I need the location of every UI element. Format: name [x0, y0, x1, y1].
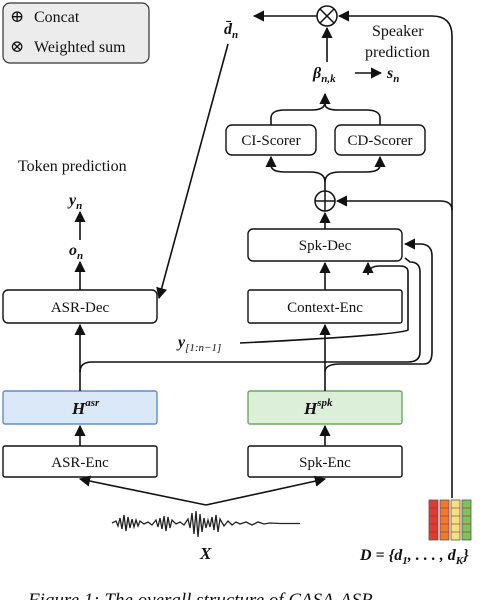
concat-symbol: ⊕ [10, 7, 24, 26]
h-asr-block: Hasr [2, 390, 158, 425]
cd-scorer-block: CD-Scorer [334, 124, 426, 156]
legend-box [2, 2, 150, 64]
spk-enc-block: Spk-Enc [247, 445, 403, 478]
speaker-prediction-label-1: Speaker [372, 23, 424, 40]
spk-dec-label: Spk-Dec [299, 238, 352, 254]
legend-concat-label: Concat [34, 9, 80, 26]
asr-enc-block: ASR-Enc [2, 445, 158, 478]
token-prediction-label: Token prediction [18, 158, 127, 175]
figure-caption: Figure 1: The overall structure of CASA-… [27, 590, 373, 600]
weighted-sum-symbol: ⊗ [10, 37, 24, 56]
context-enc-label: Context-Enc [287, 300, 363, 316]
h-spk-block: Hspk [247, 390, 403, 425]
speaker-prediction-label-2: prediction [365, 44, 430, 61]
y-context-label: y[1:n−1] [176, 334, 221, 354]
weighted-sum-operator [316, 5, 338, 27]
y-n-label: yn [67, 192, 82, 212]
speaker-embeddings-icon [428, 499, 472, 541]
s-n-label: sn [386, 65, 399, 85]
edges [74, 10, 453, 506]
legend: ⊕ Concat ⊗ Weighted sum [2, 2, 150, 64]
ci-scorer-label: CI-Scorer [241, 133, 300, 149]
d-set-label: D = {d1, . . . , dK} [359, 547, 469, 567]
asr-dec-block: ASR-Dec [2, 289, 158, 324]
spk-enc-label: Spk-Enc [299, 455, 351, 471]
asr-dec-label: ASR-Dec [51, 300, 110, 316]
h-spk-label: Hspk [303, 397, 333, 418]
context-enc-block: Context-Enc [247, 289, 403, 324]
asr-enc-label: ASR-Enc [51, 455, 109, 471]
cd-scorer-label: CD-Scorer [348, 133, 413, 149]
audio-waveform [111, 510, 300, 538]
d-bar-n-label: d̄n [224, 19, 238, 41]
x-input-label: X [199, 544, 212, 563]
spk-dec-block: Spk-Dec [247, 228, 403, 262]
ci-scorer-block: CI-Scorer [225, 124, 317, 156]
legend-weighted-sum-label: Weighted sum [34, 39, 126, 56]
beta-label: βn,k [312, 65, 336, 85]
o-n-label: on [69, 242, 83, 262]
concat-operator [314, 190, 336, 212]
h-asr-label: Hasr [71, 397, 100, 418]
